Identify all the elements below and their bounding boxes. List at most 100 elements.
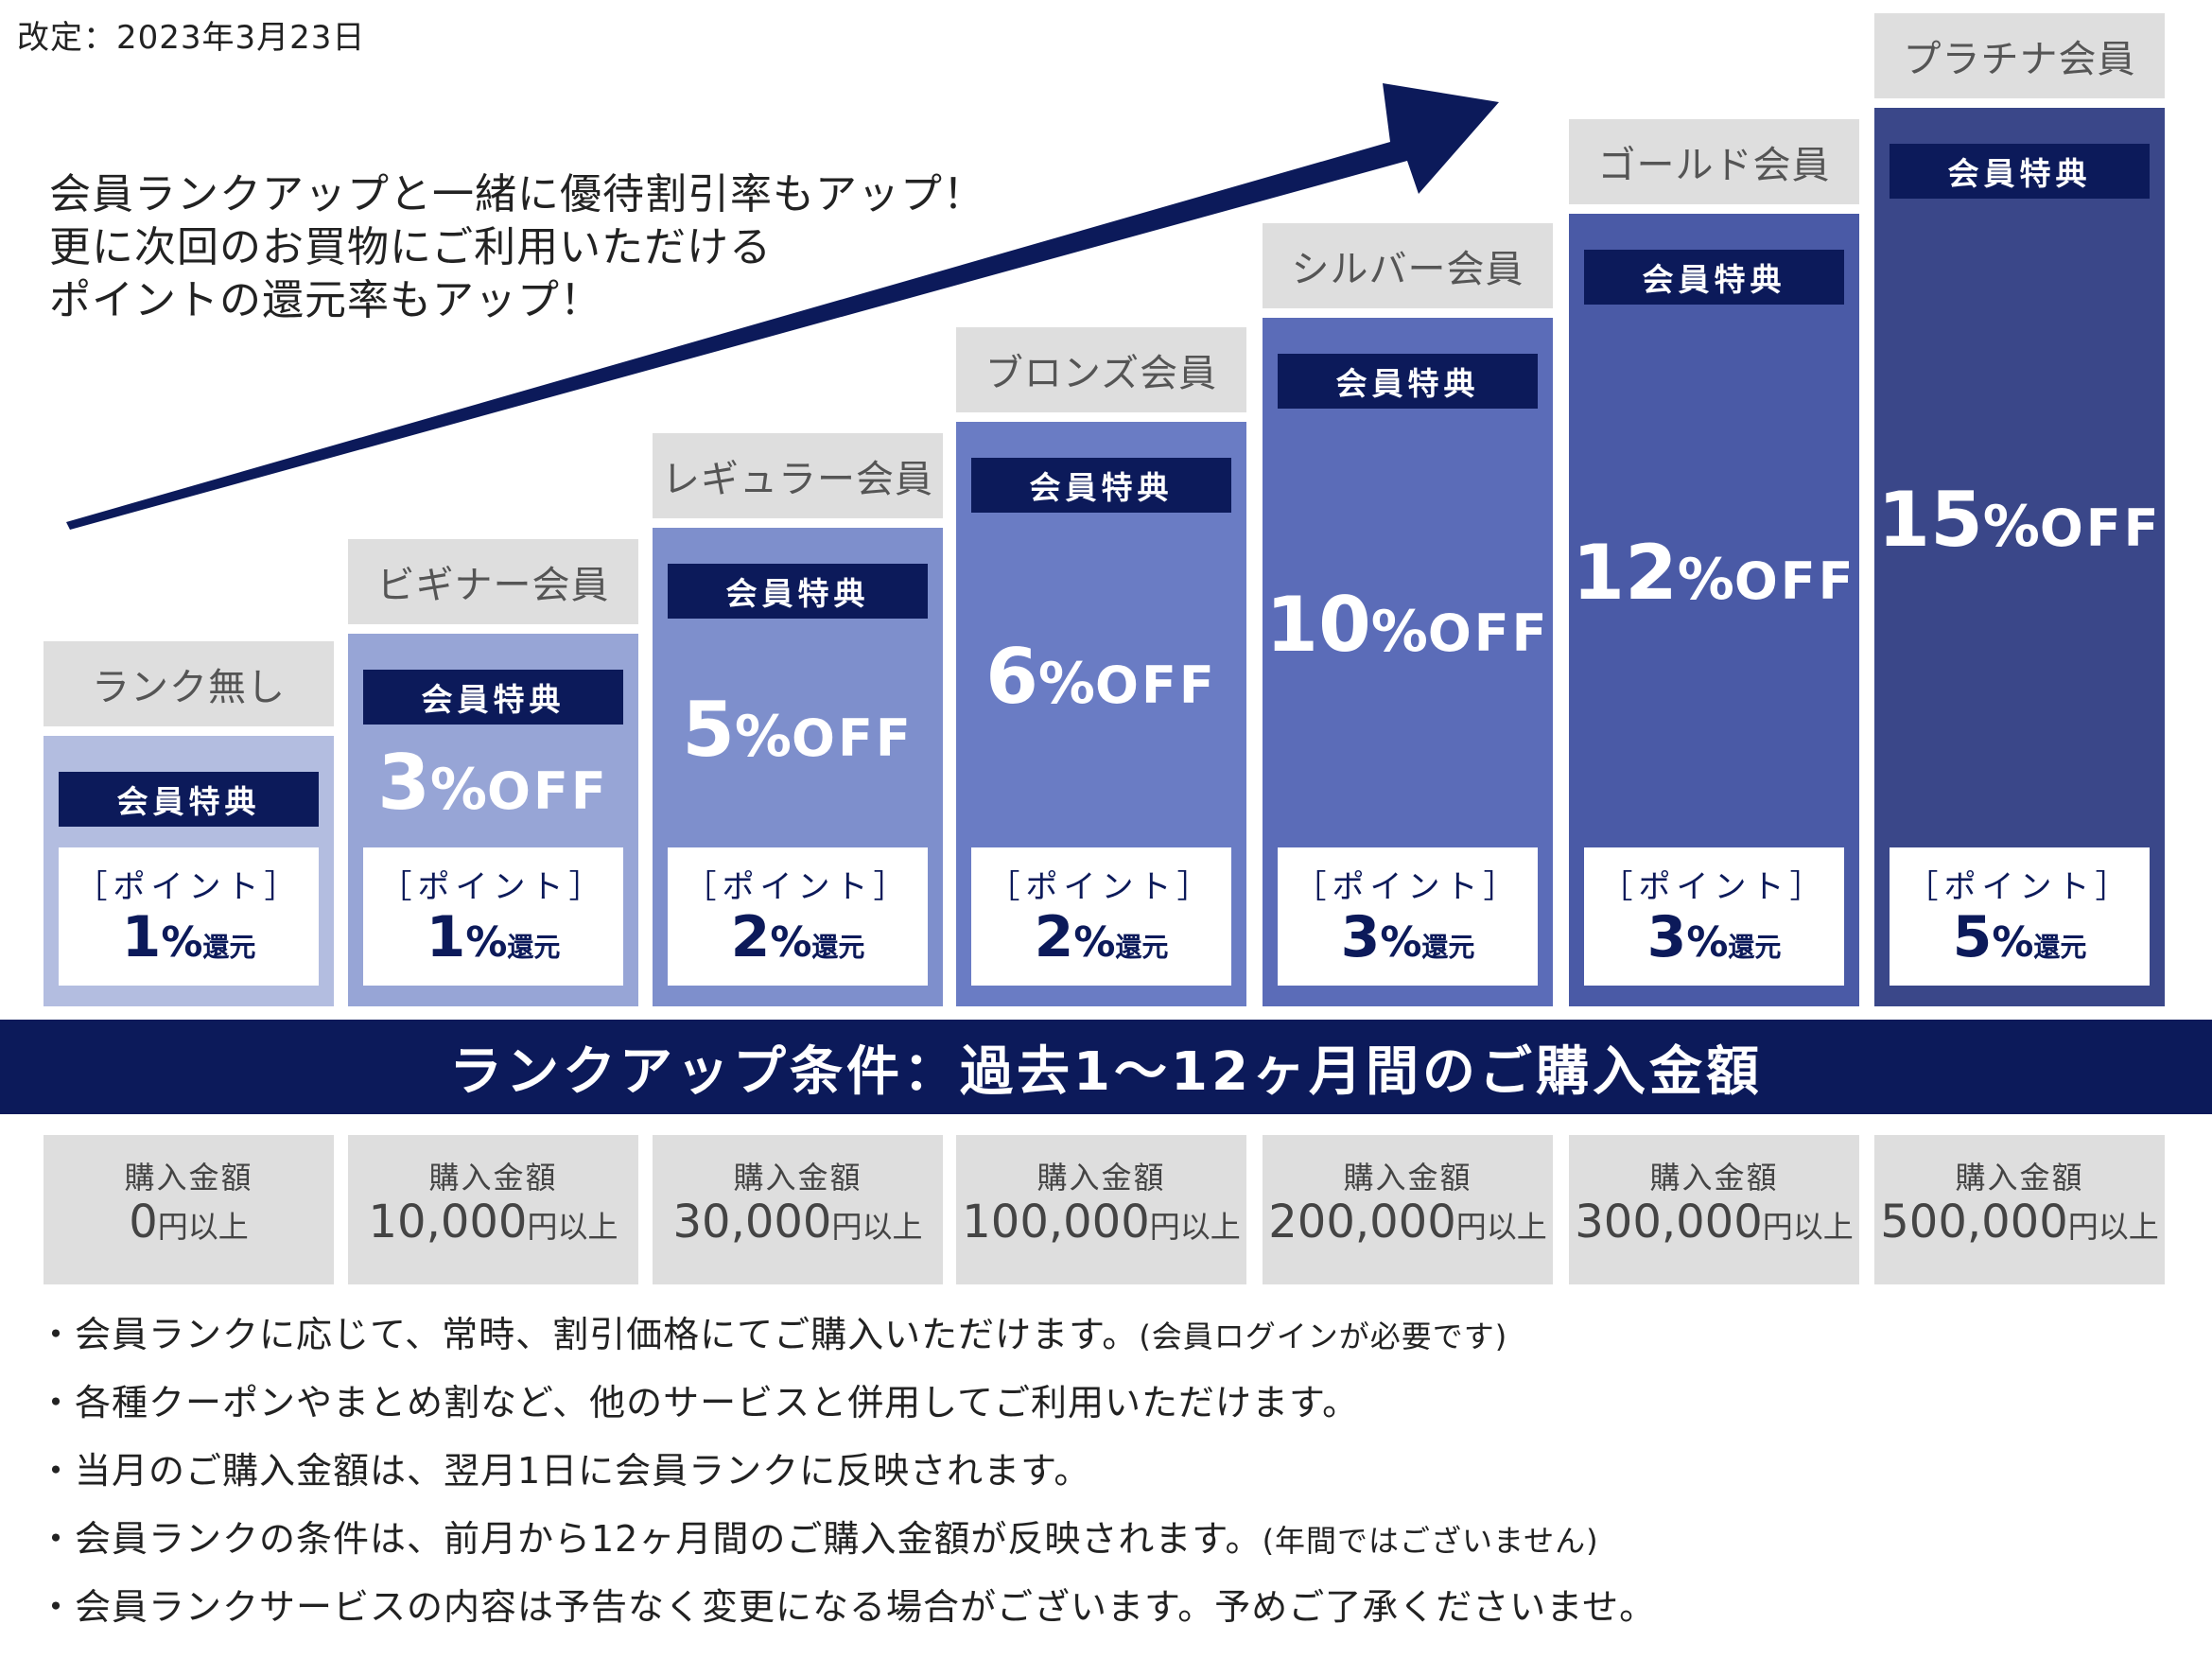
discount-off: OFF: [792, 708, 914, 768]
point-rate: 5%還元: [1890, 904, 2150, 970]
note-text: ・会員ランクに応じて、常時、割引価格にてご購入いただけます。: [38, 1314, 1140, 1355]
note-text: ・会員ランクの条件は、前月から12ヶ月間のご購入金額が反映されます。: [38, 1518, 1263, 1560]
point-rate: 2%還元: [971, 904, 1231, 970]
point-box: ［ポイント］5%還元: [1890, 847, 2150, 986]
discount-rate: 3%OFF: [348, 739, 638, 827]
discount-percent: %: [429, 757, 488, 823]
point-kangen: 還元: [2033, 932, 2087, 963]
point-box: ［ポイント］2%還元: [668, 847, 928, 986]
purchase-amount-value: 300,000円以上: [1569, 1196, 1859, 1249]
benefit-header: 会員特典: [971, 458, 1231, 513]
point-label: ［ポイント］: [1600, 868, 1828, 906]
discount-value: 12: [1572, 529, 1678, 617]
amount-unit: 円以上: [1149, 1209, 1241, 1245]
discount-off: OFF: [2039, 498, 2162, 558]
purchase-amount-label: 購入金額: [733, 1160, 862, 1196]
rank-name-label: シルバー会員: [1263, 223, 1553, 308]
point-rate: 1%還元: [363, 904, 623, 970]
discount-percent: %: [1982, 494, 2040, 560]
benefit-header: 会員特典: [59, 772, 319, 827]
discount-rate: 6%OFF: [956, 633, 1246, 721]
rank-column: 会員特典 5%OFF ［ポイント］2%還元: [653, 528, 943, 1006]
purchase-amount-label: 購入金額: [428, 1160, 558, 1196]
rank-name-label: ビギナー会員: [348, 539, 638, 624]
point-box: ［ポイント］1%還元: [59, 847, 319, 986]
point-kangen: 還元: [202, 932, 256, 963]
rank-name-label: プラチナ会員: [1874, 13, 2165, 98]
point-value: 3: [1340, 904, 1381, 970]
purchase-amount-label: 購入金額: [1649, 1160, 1779, 1196]
purchase-amount-value: 10,000円以上: [348, 1196, 638, 1249]
intro-line: 更に次回のお買物にご利用いただける: [49, 223, 773, 271]
point-box: ［ポイント］2%還元: [971, 847, 1231, 986]
discount-rate: 10%OFF: [1263, 581, 1553, 669]
point-value: 1: [426, 904, 466, 970]
amount-number: 300,000: [1575, 1196, 1763, 1249]
point-label: ［ポイント］: [684, 868, 912, 906]
purchase-amount-label: 購入金額: [124, 1160, 253, 1196]
point-label: ［ポイント］: [379, 868, 607, 906]
discount-value: 6: [985, 633, 1038, 721]
discount-off: OFF: [487, 761, 609, 821]
discount-rate: 12%OFF: [1569, 529, 1859, 617]
amount-number: 500,000: [1880, 1196, 2068, 1249]
point-kangen: 還元: [811, 932, 865, 963]
note-item: ・会員ランクサービスの内容は予告なく変更になる場合がございます。予めご了承くださ…: [38, 1578, 1656, 1646]
note-remark: (年間ではございません): [1262, 1523, 1599, 1559]
point-percent: %: [770, 918, 812, 967]
note-item: ・当月のご購入金額は、翌月1日に会員ランクに反映されます。: [38, 1441, 1656, 1510]
point-label: ［ポイント］: [1294, 868, 1522, 906]
purchase-amount-value: 30,000円以上: [653, 1196, 943, 1249]
amount-unit: 円以上: [157, 1209, 249, 1245]
point-percent: %: [465, 918, 508, 967]
point-kangen: 還元: [1728, 932, 1782, 963]
point-rate: 3%還元: [1584, 904, 1844, 970]
point-value: 1: [121, 904, 162, 970]
amount-unit: 円以上: [831, 1209, 923, 1245]
rank-name-label: ゴールド会員: [1569, 119, 1859, 204]
point-percent: %: [1380, 918, 1422, 967]
point-percent: %: [1992, 918, 2034, 967]
notes-list: ・会員ランクに応じて、常時、割引価格にてご購入いただけます。(会員ログインが必要…: [38, 1305, 1656, 1646]
amount-unit: 円以上: [1762, 1209, 1854, 1245]
point-rate: 2%還元: [668, 904, 928, 970]
discount-value: 15: [1877, 476, 1983, 564]
purchase-amount-value: 0円以上: [44, 1196, 334, 1249]
note-item: ・会員ランクの条件は、前月から12ヶ月間のご購入金額が反映されます。(年間ではご…: [38, 1510, 1656, 1578]
amount-unit: 円以上: [527, 1209, 618, 1245]
discount-off: OFF: [1427, 603, 1550, 663]
amount-number: 100,000: [962, 1196, 1150, 1249]
rank-name-label: ランク無し: [44, 641, 334, 726]
rank-column: 会員特典 ［ポイント］1%還元: [44, 736, 334, 1006]
note-item: ・会員ランクに応じて、常時、割引価格にてご購入いただけます。(会員ログインが必要…: [38, 1305, 1656, 1373]
intro-line: ポイントの還元率もアップ！: [49, 276, 602, 324]
amount-number: 10,000: [368, 1196, 528, 1249]
rank-column: 会員特典 6%OFF ［ポイント］2%還元: [956, 422, 1246, 1006]
benefit-header: 会員特典: [668, 564, 928, 619]
point-box: ［ポイント］1%還元: [363, 847, 623, 986]
purchase-amount-label: 購入金額: [1036, 1160, 1166, 1196]
purchase-amount-value: 500,000円以上: [1874, 1196, 2165, 1249]
amount-unit: 円以上: [1455, 1209, 1547, 1245]
revised-date: 改定：2023年3月23日: [17, 19, 366, 57]
benefit-header: 会員特典: [1890, 144, 2150, 199]
point-label: ［ポイント］: [1906, 868, 2134, 906]
rank-up-condition-banner: ランクアップ条件：過去1～12ヶ月間のご購入金額: [0, 1020, 2212, 1114]
point-box: ［ポイント］3%還元: [1584, 847, 1844, 986]
discount-value: 10: [1265, 581, 1371, 669]
note-text: ・当月のご購入金額は、翌月1日に会員ランクに反映されます。: [38, 1450, 1091, 1492]
benefit-header: 会員特典: [1278, 354, 1538, 409]
rank-name-label: ブロンズ会員: [956, 327, 1246, 412]
amount-number: 0: [129, 1196, 158, 1249]
note-text: ・会員ランクサービスの内容は予告なく変更になる場合がございます。予めご了承くださ…: [38, 1586, 1657, 1628]
point-kangen: 還元: [1115, 932, 1169, 963]
discount-off: OFF: [1733, 551, 1856, 611]
discount-rate: 5%OFF: [653, 686, 943, 774]
note-item: ・各種クーポンやまとめ割など、他のサービスと併用してご利用いただけます。: [38, 1373, 1656, 1441]
purchase-amount-label: 購入金額: [1343, 1160, 1472, 1196]
